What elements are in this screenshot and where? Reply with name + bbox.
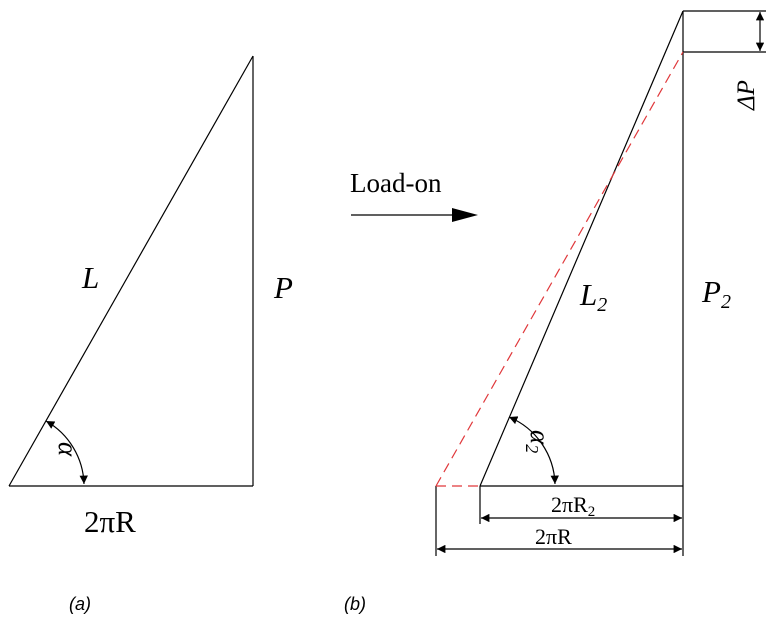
panel-a [8, 55, 254, 487]
angle-label-a: α [53, 442, 83, 457]
angle-label-b: α2 [522, 430, 555, 453]
triangle-a-hypotenuse [8, 55, 254, 487]
base-inner-label-main: 2πR [551, 492, 588, 517]
base-label-a: 2πR [84, 504, 136, 539]
panel-a-caption: (a) [69, 594, 91, 614]
panel-b-caption: (b) [344, 594, 366, 614]
angle-label-b-main: α [525, 430, 555, 445]
hypotenuse-label-b-main: L [579, 277, 597, 312]
side-label-b-main: P [701, 274, 721, 309]
angle-a-arc [45, 420, 88, 485]
base-inner-label-sub: 2 [588, 504, 596, 520]
load-on-label: Load-on [350, 168, 442, 198]
delta-p-label: ΔP [733, 80, 760, 111]
base-outer-label: 2πR [535, 524, 572, 549]
angle-b-arc [508, 416, 559, 485]
side-label-b: P2 [701, 274, 731, 313]
panel-b [435, 10, 766, 556]
base-inner-label: 2πR2 [551, 492, 595, 520]
load-on-arrow-head [452, 208, 478, 222]
hypotenuse-label-b: L2 [579, 277, 607, 316]
side-label-a: P [273, 270, 293, 305]
dashed-hypotenuse [435, 51, 684, 487]
hypotenuse-label-a: L [81, 260, 99, 295]
original-triangle-dashed [435, 51, 684, 487]
hypotenuse-label-b-sub: 2 [597, 294, 607, 316]
angle-label-b-sub: 2 [522, 444, 542, 453]
triangle-b-hypotenuse [479, 10, 684, 487]
side-label-b-sub: 2 [721, 291, 731, 313]
